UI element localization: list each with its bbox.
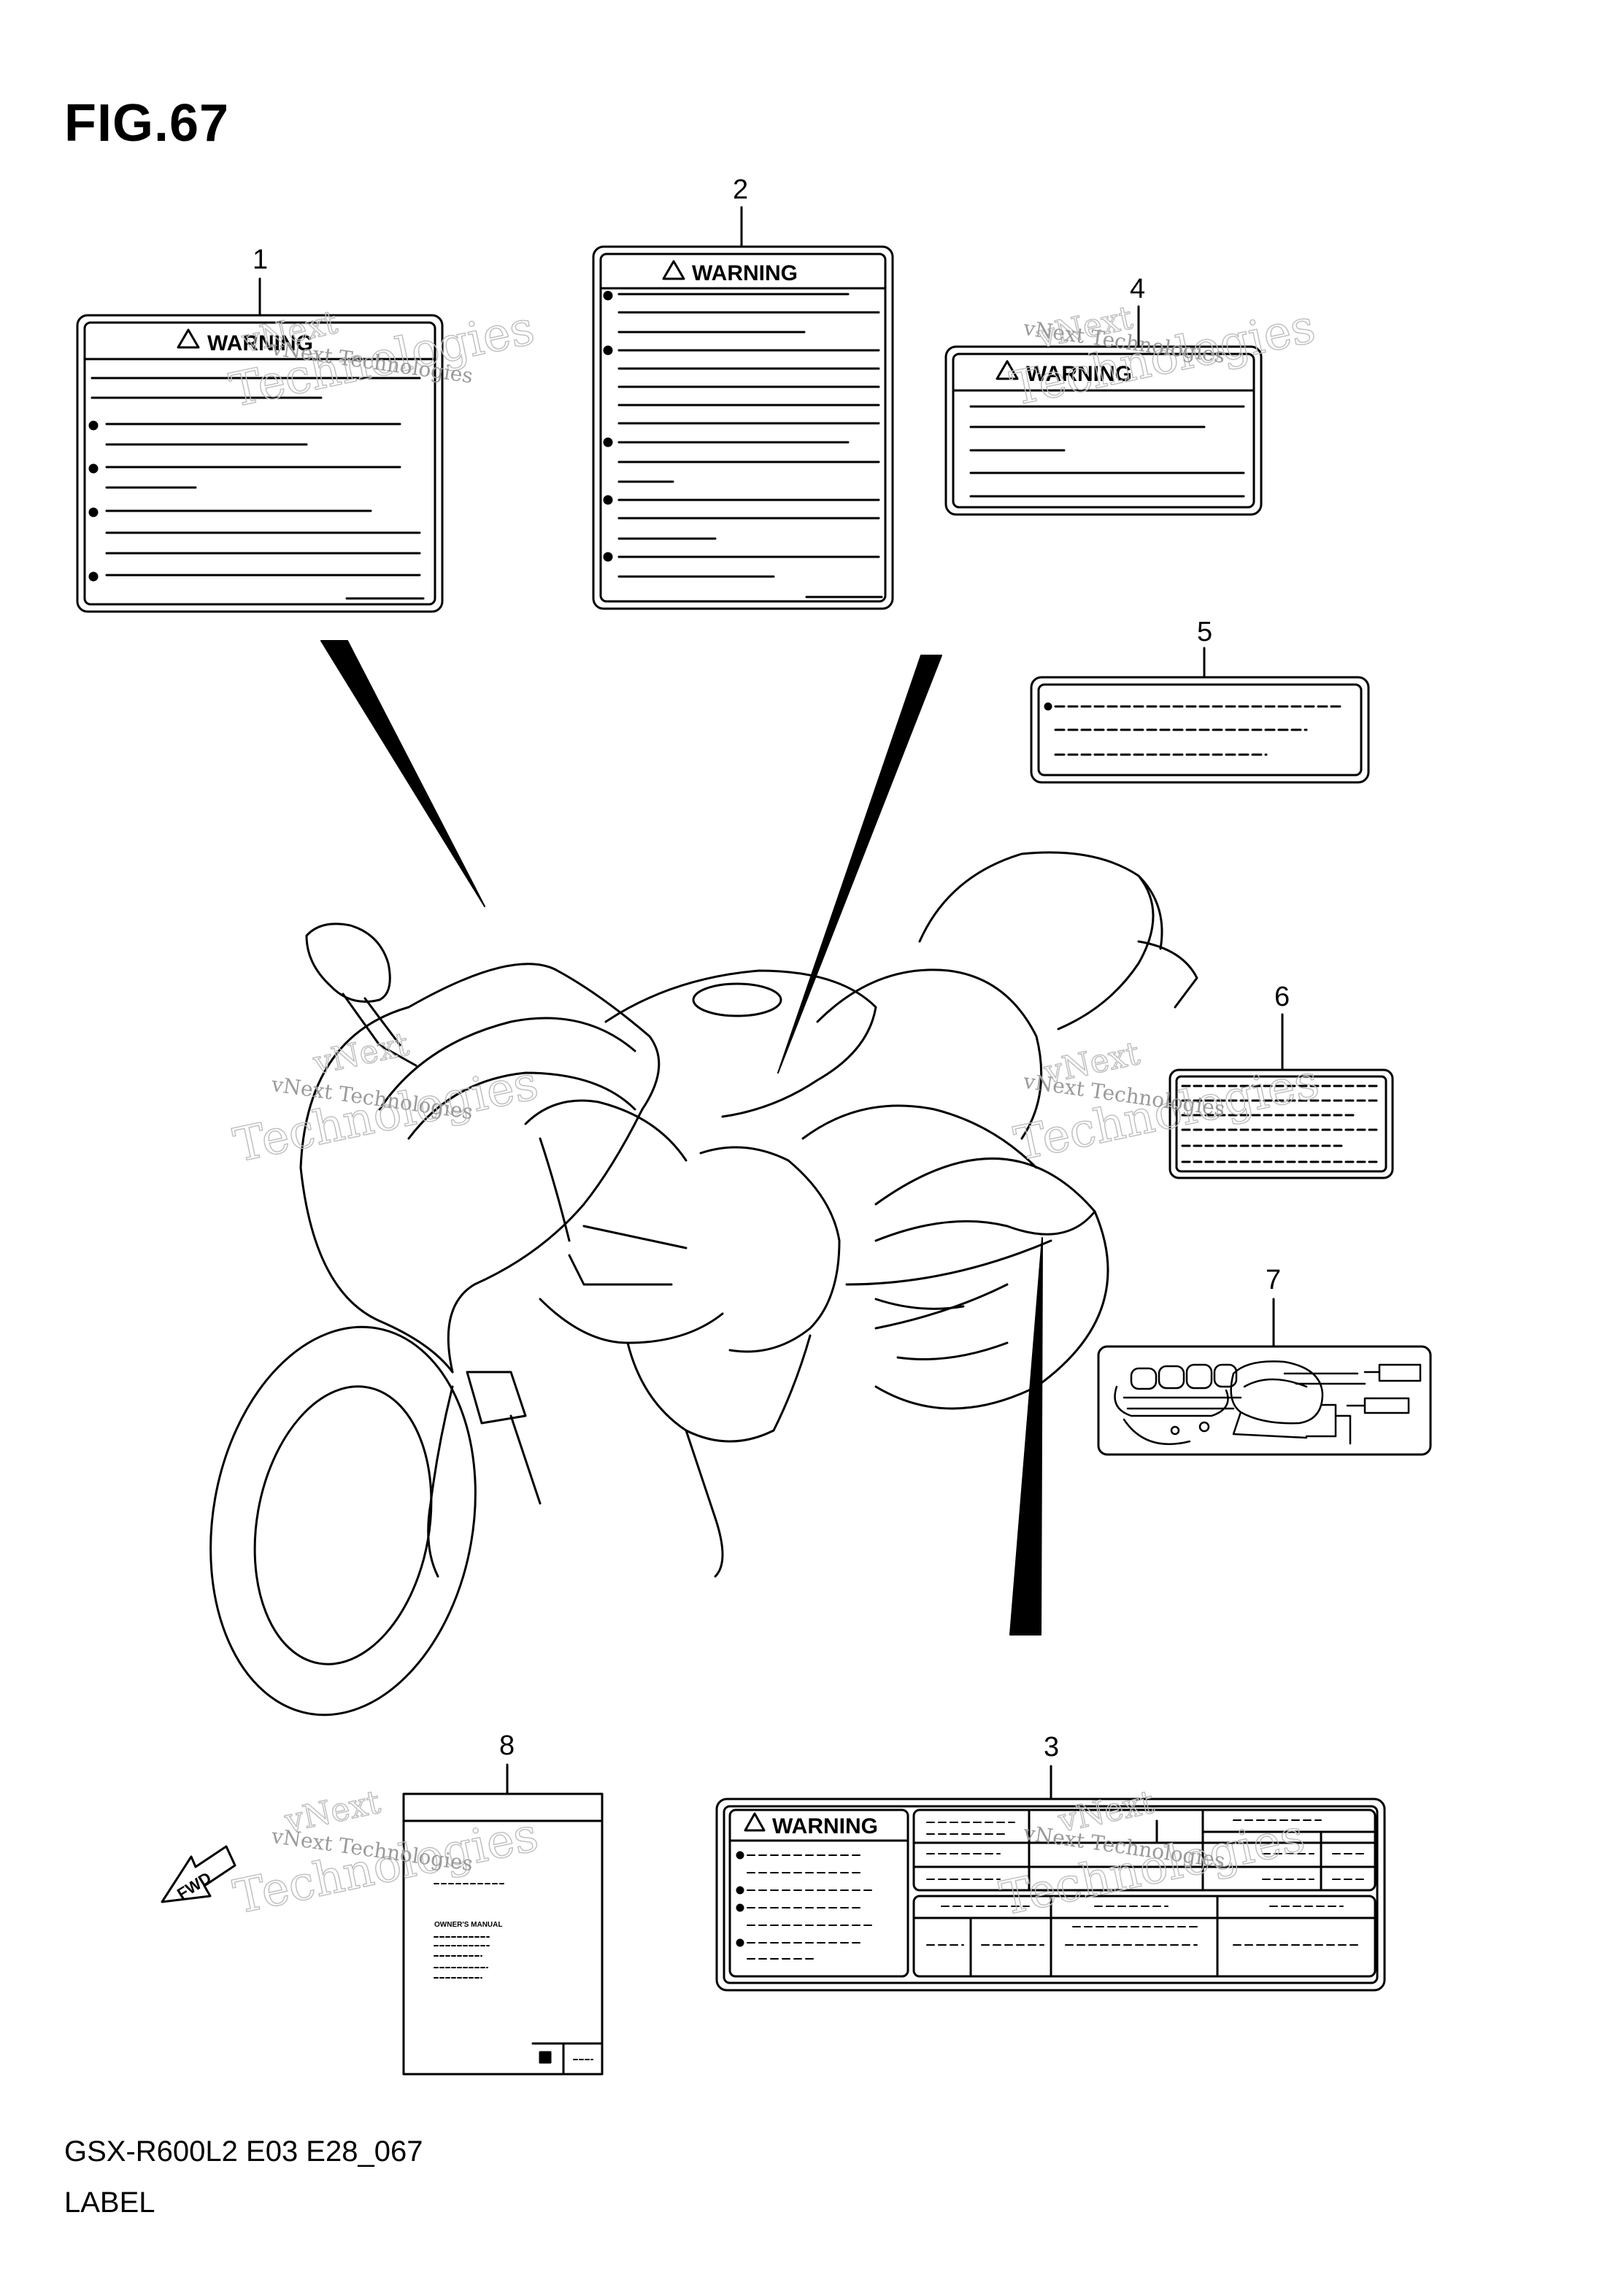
label-1[interactable] bbox=[76, 277, 444, 613]
callout-4: 4 bbox=[1130, 274, 1145, 304]
callout-2: 2 bbox=[733, 174, 748, 205]
warning-text-label-2: WARNING bbox=[692, 261, 798, 285]
label-6[interactable] bbox=[1168, 1013, 1394, 1179]
figure-title: FIG.67 bbox=[64, 94, 230, 153]
label-8[interactable] bbox=[402, 1763, 604, 2076]
callout-3: 3 bbox=[1044, 1732, 1059, 1763]
callout-5: 5 bbox=[1197, 617, 1212, 647]
model-code: GSX-R600L2 E03 E28_067 bbox=[64, 2135, 423, 2168]
label-4[interactable] bbox=[944, 305, 1263, 516]
motorcycle-outline bbox=[209, 851, 1198, 1717]
owners-manual-text: OWNER'S MANUAL bbox=[434, 1921, 502, 1929]
watermarks: vNext Technologies vNext Technologies vN… bbox=[225, 298, 1324, 1927]
callout-7: 7 bbox=[1266, 1265, 1281, 1295]
svg-text:vNext: vNext bbox=[309, 1025, 412, 1082]
callout-1: 1 bbox=[253, 244, 268, 275]
label-7[interactable] bbox=[1097, 1298, 1432, 1456]
warning-text-label-4: WARNING bbox=[1026, 362, 1132, 386]
label-2[interactable] bbox=[592, 206, 894, 610]
section-name: LABEL bbox=[64, 2187, 155, 2219]
callout-6: 6 bbox=[1274, 982, 1290, 1012]
label-5[interactable] bbox=[1030, 647, 1370, 784]
callout-8: 8 bbox=[499, 1730, 515, 1761]
warning-text-label-3: WARNING bbox=[772, 1814, 878, 1838]
fwd-arrow-icon bbox=[161, 1845, 236, 1903]
leader-lines bbox=[320, 640, 1043, 1636]
label-3[interactable] bbox=[715, 1765, 1386, 1992]
warning-text-label-1: WARNING bbox=[207, 331, 313, 355]
